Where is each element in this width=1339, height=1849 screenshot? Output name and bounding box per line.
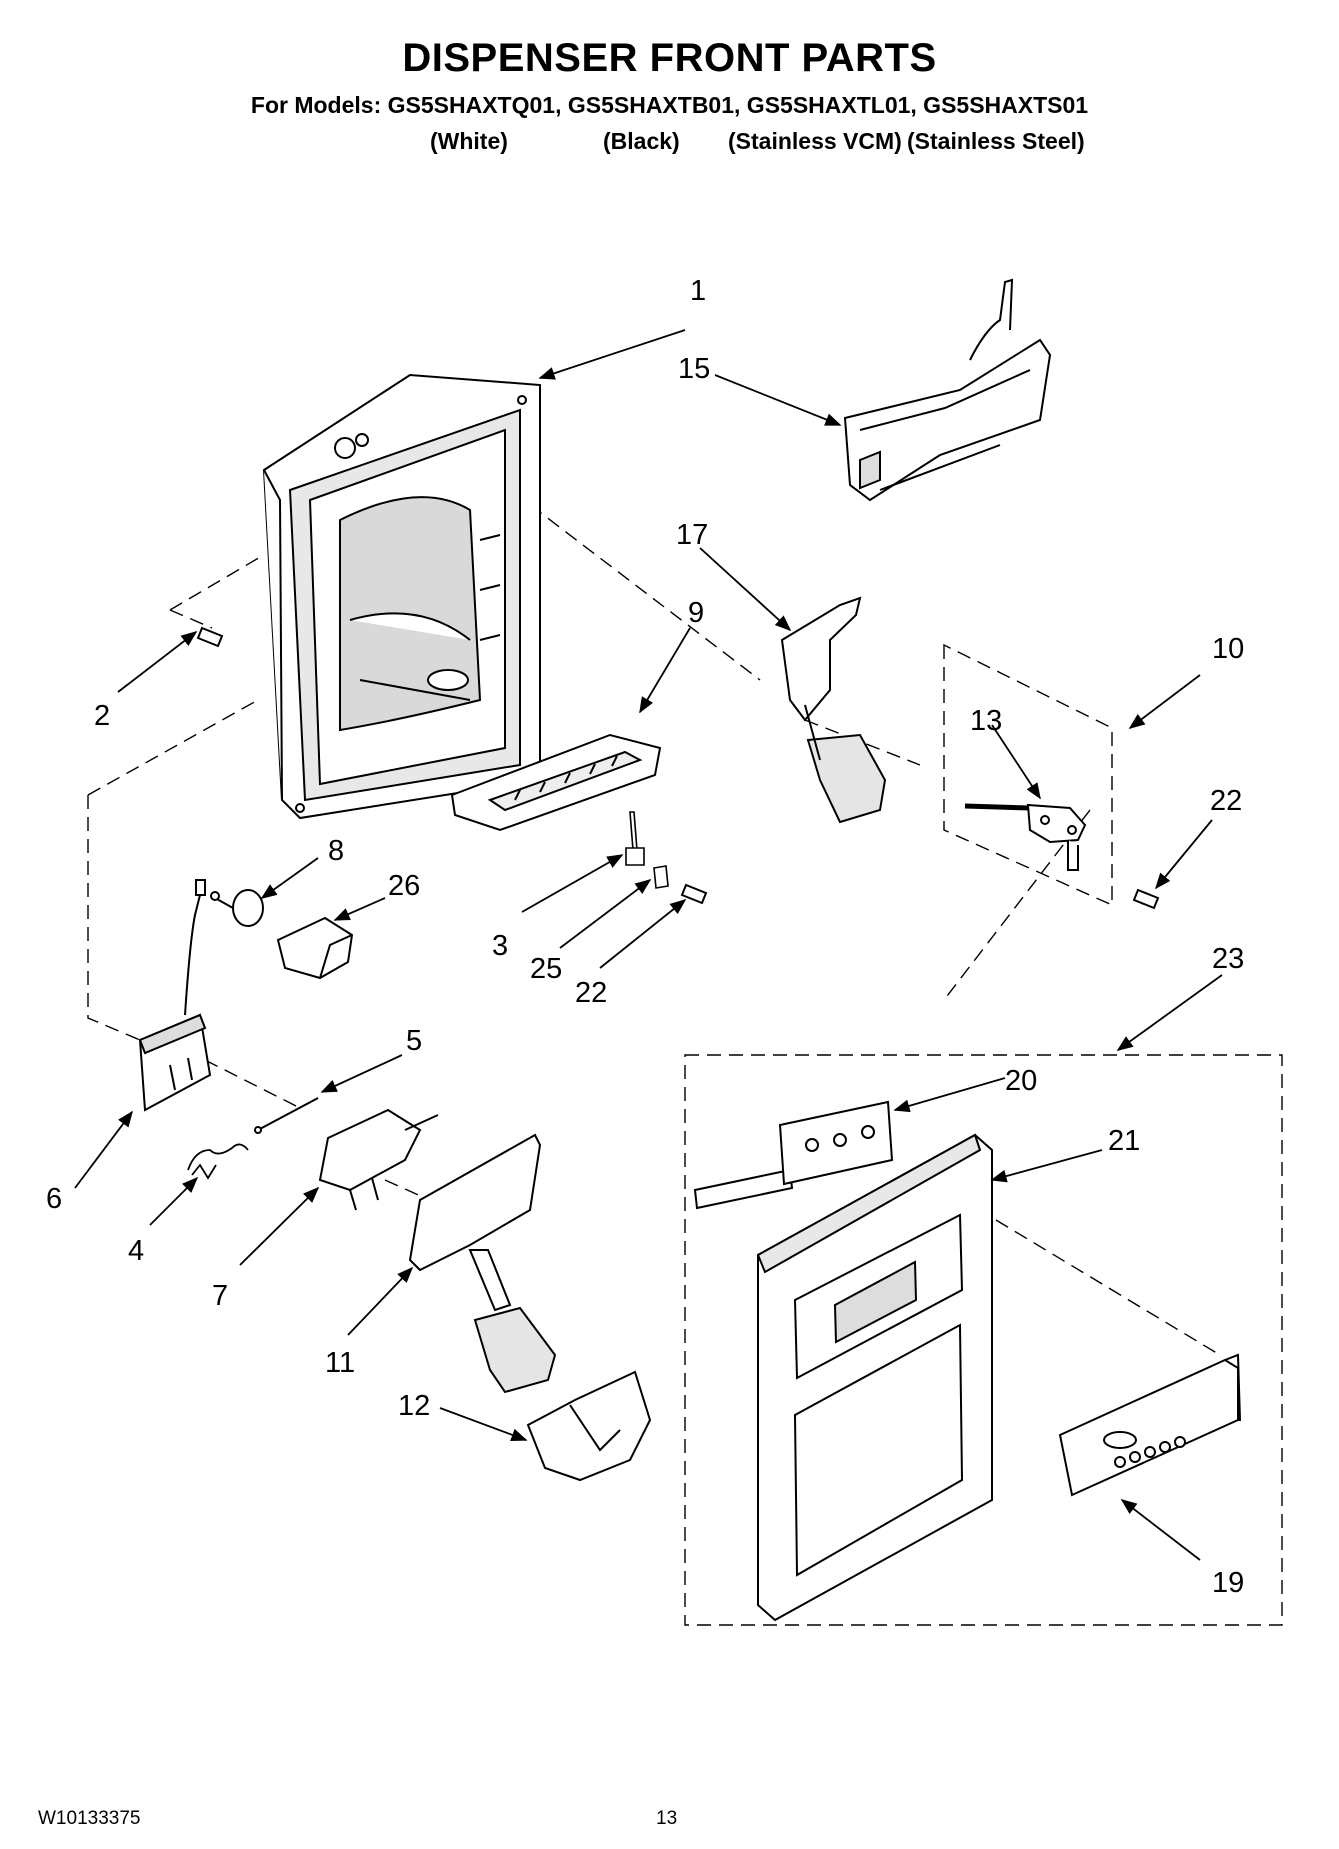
- callout-4: 4: [128, 1235, 144, 1267]
- variant-white: (White): [430, 128, 508, 154]
- part-8-solenoid: [210, 889, 264, 927]
- part-6-control-module: [138, 879, 212, 1112]
- part-17-ice-paddle: [780, 596, 887, 824]
- callout-25: 25: [530, 953, 562, 985]
- callout-5: 5: [406, 1025, 422, 1057]
- callout-7: 7: [212, 1280, 228, 1312]
- callout-20: 20: [1005, 1065, 1037, 1097]
- callout-21: 21: [1108, 1125, 1140, 1157]
- part-5-pin: [254, 1097, 319, 1134]
- callout-12: 12: [398, 1390, 430, 1422]
- part-12-tray: [526, 1370, 652, 1482]
- callout-19: 19: [1212, 1567, 1244, 1599]
- callout-13: 13: [970, 705, 1002, 737]
- callout-3: 3: [492, 930, 508, 962]
- variant-black: (Black): [603, 128, 680, 154]
- part-21-front-panel: [756, 1133, 993, 1622]
- leader-arrows: [74, 329, 1223, 1561]
- callout-8: 8: [328, 835, 344, 867]
- part-25-insulator: [653, 865, 669, 889]
- variant-stainless-steel: (Stainless Steel): [907, 128, 1085, 154]
- part-20-switch-housing: [693, 1100, 894, 1210]
- callout-2: 2: [94, 700, 110, 732]
- callout-9: 9: [688, 597, 704, 629]
- page-number: 13: [656, 1808, 678, 1829]
- part-9-drip-grille: [450, 733, 662, 832]
- callout-labels: 1 15 17 9 10 13 22 2 8 26 3 25 22 23 5 2…: [46, 275, 1244, 1599]
- part-15-bracket: [843, 278, 1052, 502]
- document-number: W10133375: [38, 1808, 141, 1829]
- part-13-lever: [964, 803, 1087, 871]
- callout-22-center: 22: [575, 977, 607, 1009]
- callout-26: 26: [388, 870, 420, 902]
- callout-11: 11: [325, 1347, 355, 1379]
- part-1-dispenser-housing: [262, 373, 541, 820]
- page-title: DISPENSER FRONT PARTS: [402, 36, 937, 80]
- callout-6: 6: [46, 1183, 62, 1215]
- callout-23: 23: [1212, 943, 1244, 975]
- callout-10: 10: [1212, 633, 1244, 665]
- callout-22-right: 22: [1210, 785, 1242, 817]
- callout-17: 17: [676, 519, 708, 551]
- model-list: For Models: GS5SHAXTQ01, GS5SHAXTB01, GS…: [250, 92, 1089, 118]
- part-3-switch: [625, 811, 645, 866]
- part-19-control-panel: [1058, 1353, 1242, 1497]
- screws: [196, 626, 1160, 910]
- callout-15: 15: [678, 353, 710, 385]
- part-26-cover: [276, 916, 354, 980]
- part-11-water-paddle: [408, 1133, 557, 1394]
- dashed-guides: [87, 464, 1283, 1626]
- variant-stainless-vcm: (Stainless VCM): [728, 128, 902, 154]
- part-4-spring: [187, 1143, 249, 1180]
- part-7-actuator: [318, 1108, 439, 1211]
- callout-1: 1: [690, 275, 706, 307]
